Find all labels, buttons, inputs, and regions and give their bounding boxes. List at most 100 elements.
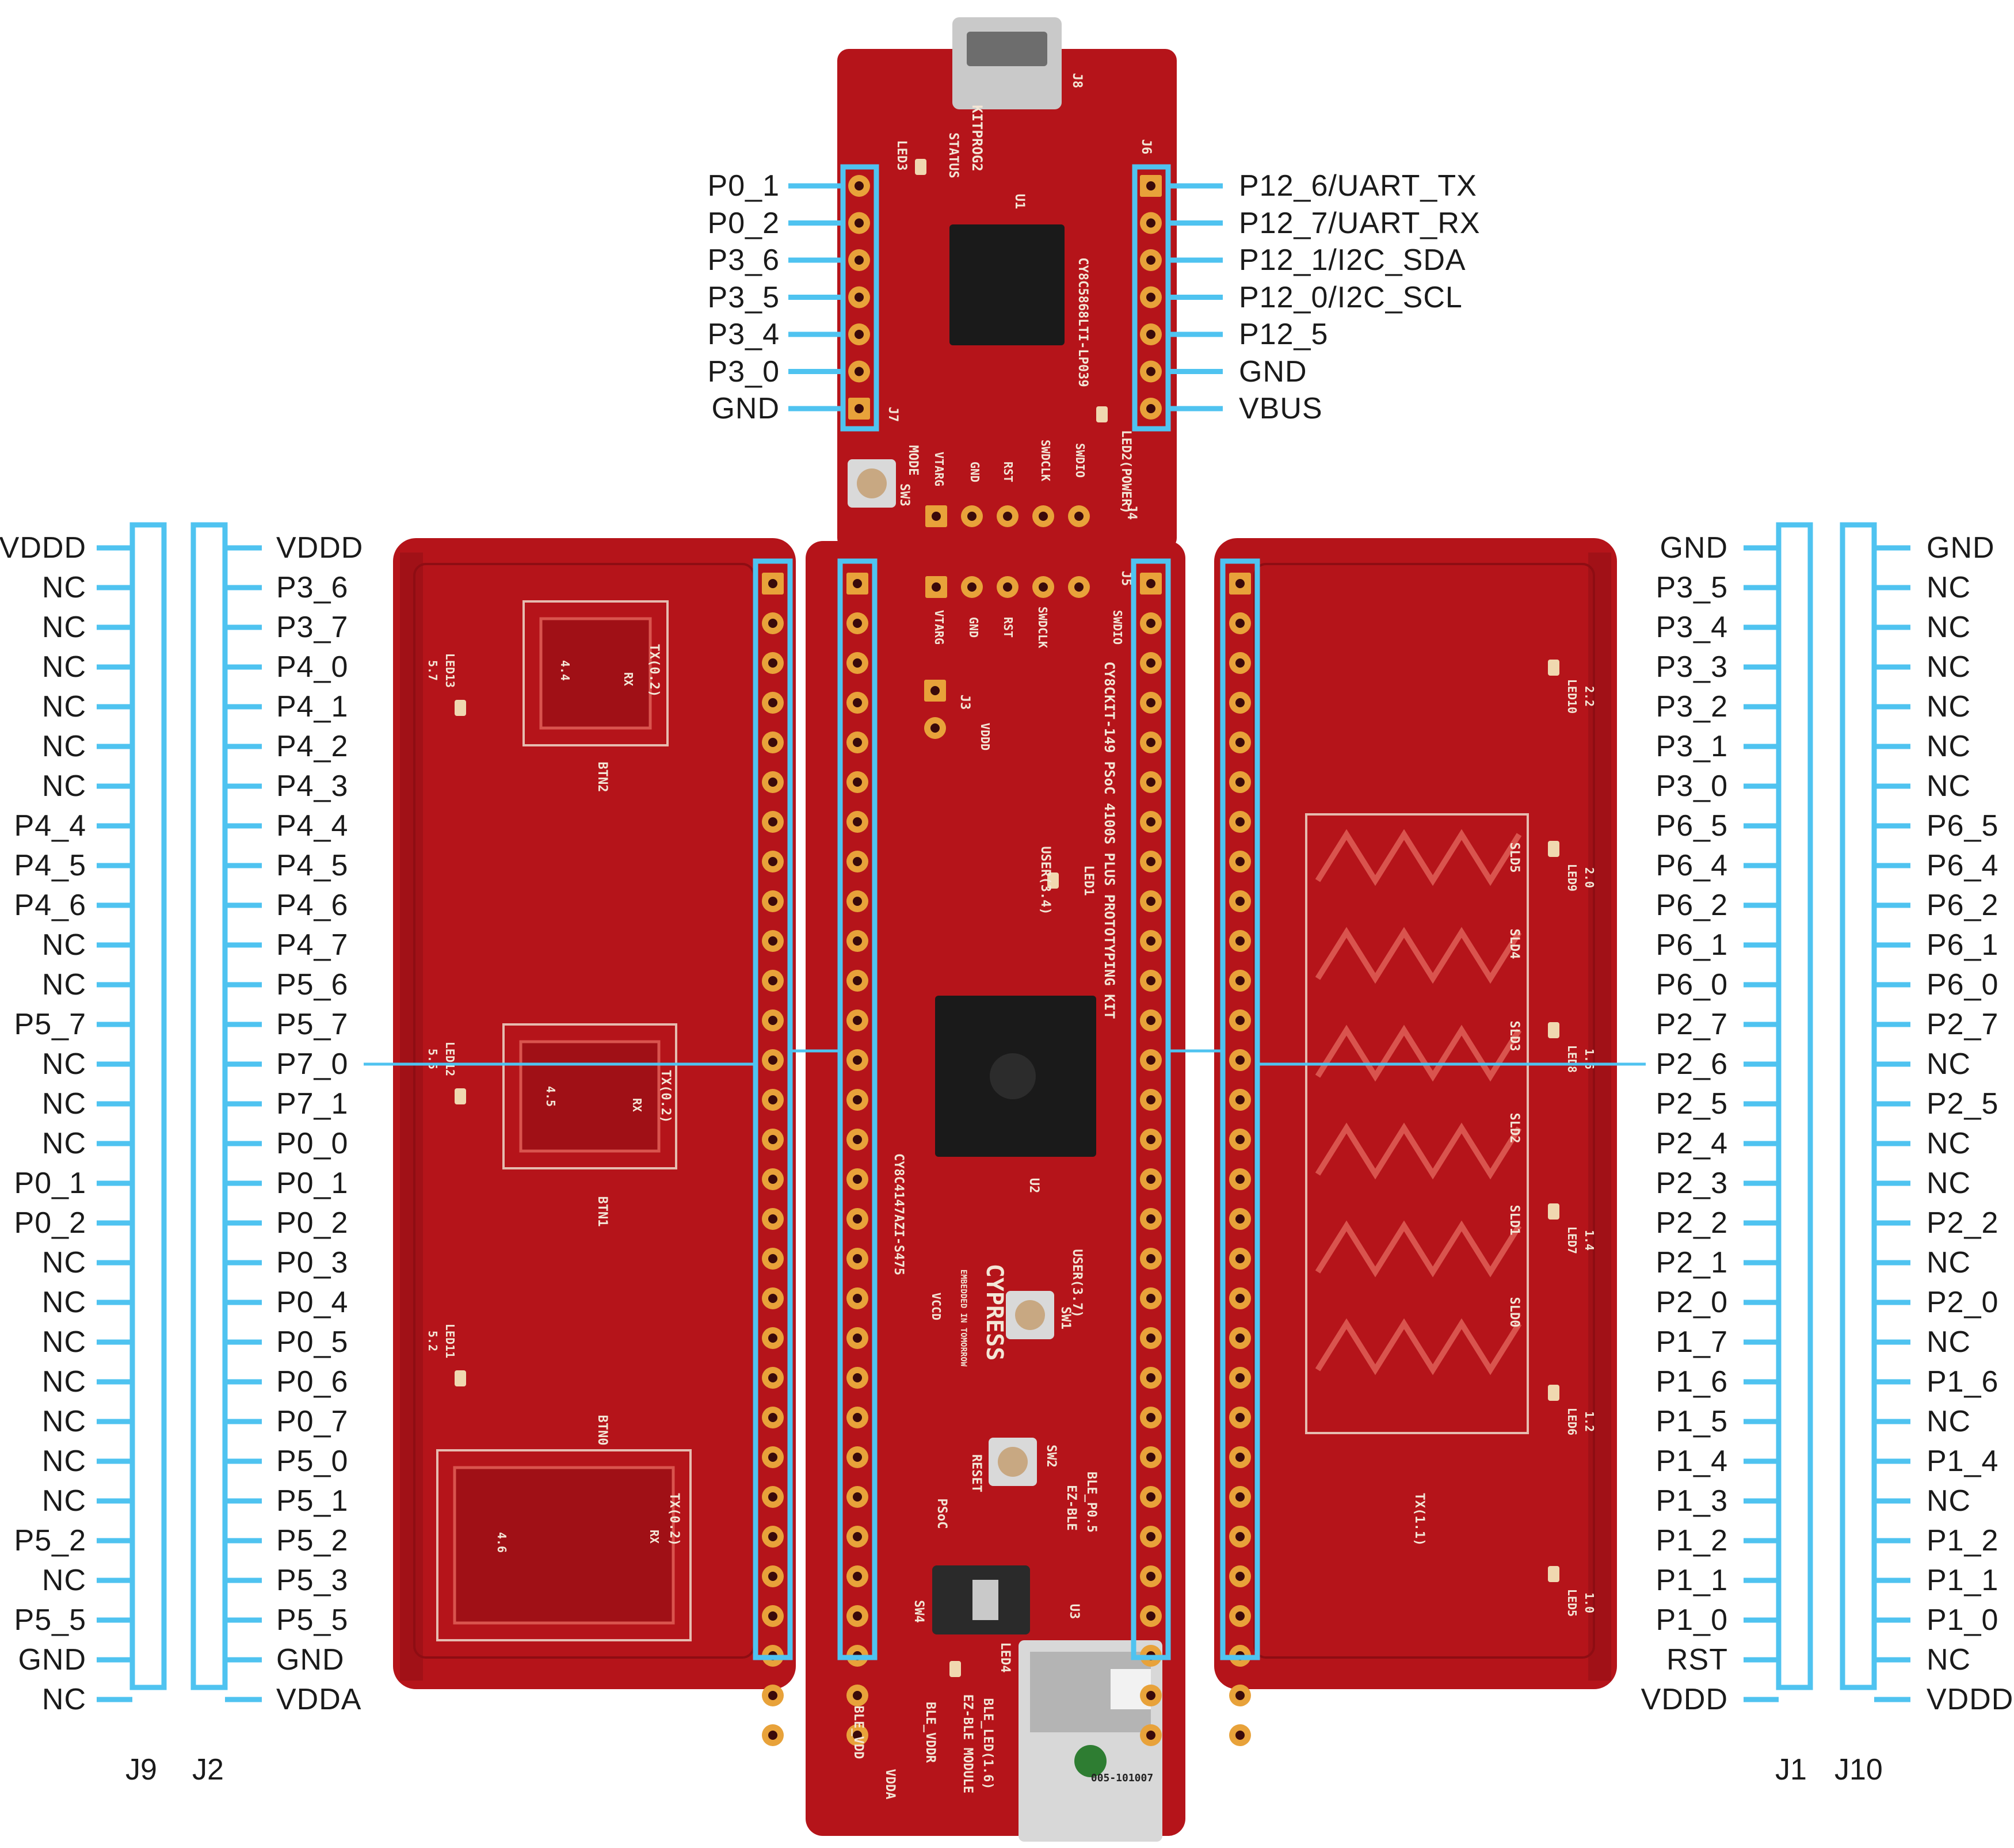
j9-pin-label-6: NC (41, 730, 86, 763)
j1-pad-5-hole (1146, 738, 1155, 747)
j1-pin-label-29: RST (1666, 1643, 1728, 1676)
j7-pin-label-6: P3_0 (707, 355, 780, 388)
slider-segment-4 (1315, 1220, 1522, 1278)
j1-pin-label-10: P6_2 (1656, 889, 1728, 922)
j1-pad-19-hole (1146, 1294, 1155, 1303)
j7-pin-label-7: GND (711, 392, 780, 425)
ble-p05-silk: BLE_P0.5 (1084, 1472, 1098, 1533)
j2-pad-5-hole (853, 738, 862, 747)
j1-pad-15-hole (1146, 1135, 1155, 1144)
j6-pin-label-5: P12_5 (1239, 318, 1329, 351)
j1-pad-23-hole (1146, 1453, 1155, 1462)
j2-connector-label: J2 (192, 1753, 224, 1786)
j10-pin-label-10: P6_2 (1927, 889, 1999, 922)
j1-pad-16-hole (1146, 1175, 1155, 1184)
u1-part-silk: CY8C5868LTI-LP039 (1075, 257, 1090, 387)
j10-pin-label-18: P2_2 (1927, 1206, 1999, 1240)
j4-pad-2-hole (967, 512, 977, 521)
j7-pad-1-hole (855, 181, 864, 190)
slider-segment-0 (1315, 829, 1522, 886)
j10-pin-label-23: NC (1927, 1405, 1971, 1438)
j2-pad-9-hole (853, 897, 862, 906)
user37-silk: USER(3.7) (1070, 1249, 1084, 1317)
btn2-silk: BTN2 (595, 762, 609, 792)
j2-pin-label-10: P4_6 (276, 889, 349, 922)
j9-pad-2-hole (768, 619, 777, 628)
j9-pad-17-hole (768, 1214, 777, 1224)
j10-pad-20-hole (1235, 1333, 1245, 1343)
j9-pin-label-25: NC (41, 1484, 86, 1518)
j2-pad-27-hole (853, 1611, 862, 1621)
j9-pin-label-24: NC (41, 1445, 86, 1478)
j10-pin-label-22: P1_6 (1927, 1365, 1999, 1399)
j1-pad-11-hole (1146, 976, 1155, 985)
j2-pin-label-14: P7_0 (276, 1047, 349, 1081)
j1-pin-label-16: P2_4 (1656, 1127, 1728, 1160)
j10-pin-label-1: GND (1927, 531, 1995, 565)
j3-pad-2-hole (930, 723, 940, 733)
j10-pin-label-9: P6_4 (1927, 849, 1999, 882)
j2-pin-label-24: P5_0 (276, 1445, 349, 1478)
j4-pad-1-hole (932, 512, 941, 521)
j2-pad-26-hole (853, 1572, 862, 1581)
j1-pad-10-hole (1146, 936, 1155, 946)
j9-pad-22-hole (768, 1413, 777, 1422)
led10 (1548, 660, 1559, 676)
btn0-s46-silk: 4.6 (495, 1532, 509, 1553)
j6-silk: J6 (1139, 139, 1153, 155)
j1-pin-label-11: P6_1 (1656, 928, 1728, 962)
j10-pad-21-hole (1235, 1373, 1245, 1382)
btn1-area-pad (519, 1040, 661, 1153)
j1-pad-8-hole (1146, 857, 1155, 866)
j2-board-outline (837, 558, 878, 1660)
slider-segment-5 (1315, 1318, 1522, 1375)
usb-opening (967, 32, 1047, 66)
j9-pad-19-hole (768, 1294, 777, 1303)
j10-pin-label-4: NC (1927, 650, 1971, 684)
j2-pin-label-21: P0_5 (276, 1325, 349, 1359)
slider-segment-1 (1315, 927, 1522, 984)
j1-pin-label-21: P1_7 (1656, 1325, 1728, 1359)
j2-pad-12-hole (853, 1016, 862, 1025)
sld1-silk: SLD1 (1507, 1205, 1521, 1236)
j10-pin-label-6: NC (1927, 730, 1971, 763)
j1-pin-label-23: P1_5 (1656, 1405, 1728, 1438)
cypress-silk: CYPRESS (981, 1264, 1008, 1361)
led4 (949, 1661, 961, 1677)
j2-pad-30-hole (853, 1731, 862, 1740)
j9-pin-label-20: NC (41, 1286, 86, 1319)
j10-pin-label-11: P6_1 (1927, 928, 1999, 962)
led12 (455, 1088, 466, 1104)
j1-pad-14-hole (1146, 1095, 1155, 1104)
j10-pad-15-hole (1235, 1135, 1245, 1144)
j10-pin-label-19: NC (1927, 1246, 1971, 1279)
led5v-silk: 1.0 (1582, 1592, 1596, 1613)
ezble-silk: EZ-BLE (1064, 1485, 1078, 1530)
u1-chip (949, 224, 1065, 345)
j1-pad-6-hole (1146, 778, 1155, 787)
j10-pad-22-hole (1235, 1413, 1245, 1422)
j2-pad-15-hole (853, 1135, 862, 1144)
btn1-area (502, 1023, 677, 1169)
led6v-silk: 1.2 (1582, 1411, 1596, 1432)
ble-vddr-silk: BLE_VDDR (923, 1702, 937, 1763)
btn0-silk: BTN0 (595, 1415, 609, 1446)
j1-pin-label-5: P3_2 (1656, 690, 1728, 723)
j1-pad-9-hole (1146, 897, 1155, 906)
ble-vdd-silk: BLE_VDD (851, 1706, 865, 1759)
led8-silk: LED8 (1565, 1045, 1579, 1073)
j9-pad-29-hole (768, 1691, 777, 1700)
j7-pin-label-1: P0_1 (707, 169, 780, 203)
j9-pin-label-16: NC (41, 1127, 86, 1160)
j2-pin-label-27: P5_3 (276, 1564, 349, 1597)
j9-pad-10-hole (768, 936, 777, 946)
btn2-tx-silk: TX(0.2) (647, 644, 661, 698)
j2-pad-20-hole (853, 1333, 862, 1343)
j10-board-outline (1220, 558, 1260, 1660)
j7-silk: J7 (886, 407, 900, 422)
led8 (1548, 1022, 1559, 1038)
led12v-silk: 5.5 (426, 1049, 440, 1069)
j9-pad-23-hole (768, 1453, 777, 1462)
j2-pad-13-hole (853, 1056, 862, 1065)
u3-silk: U3 (1067, 1604, 1081, 1620)
